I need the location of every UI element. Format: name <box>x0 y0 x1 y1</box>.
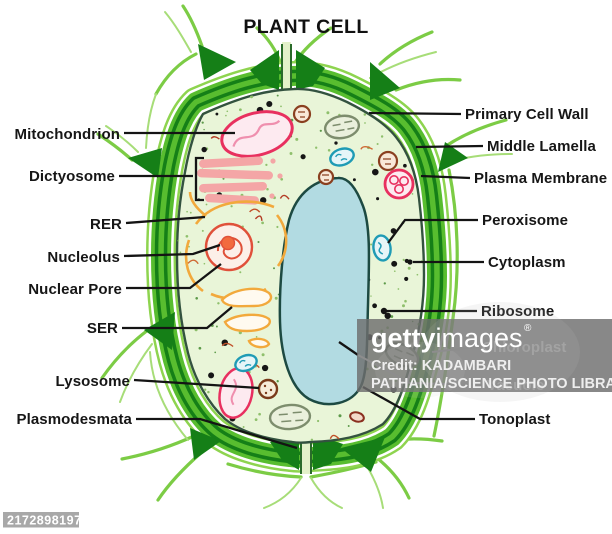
vesicle-brown-1 <box>292 104 312 124</box>
vesicle-brown-3 <box>317 168 335 186</box>
label-dictyosome: Dictyosome <box>29 168 115 185</box>
vesicle-brown-2 <box>377 150 399 172</box>
label-tonoplast: Tonoplast <box>479 411 550 428</box>
label-plasmodesmata: Plasmodesmata <box>16 411 132 428</box>
label-ribosome: Ribosome <box>481 303 554 320</box>
leader-peroxisome <box>387 218 478 244</box>
ser-organelle <box>220 287 273 349</box>
vacuole-body <box>278 176 371 406</box>
leader-primary-cell-wall <box>368 111 462 116</box>
leader-chloroplast-dim <box>431 346 479 353</box>
cell-wall <box>146 60 452 473</box>
leader-nucleolus <box>123 243 221 258</box>
label-nuclear-pore: Nuclear Pore <box>28 281 122 298</box>
leader-lysosome <box>133 378 260 390</box>
label-nucleolus: Nucleolus <box>47 249 120 266</box>
vesicle-teal-top <box>329 147 355 167</box>
image-id-badge: 2172898197 <box>3 512 82 528</box>
leader-vacuole-dim <box>357 354 484 386</box>
leader-rer <box>125 215 206 225</box>
leader-tonoplast <box>362 385 475 421</box>
leader-plasma-membrane <box>420 174 471 180</box>
chloroplast-organelle-top <box>323 114 361 140</box>
label-ser: SER <box>87 320 118 337</box>
registered-mark: ® <box>524 323 532 334</box>
label-cytoplasm: Cytoplasm <box>488 254 566 271</box>
watermark-credit-line1: Credit: KADAMBARI <box>371 358 511 374</box>
label-chloroplast: Chloroplast <box>482 339 566 356</box>
image-id-text: 2172898197 <box>7 514 82 528</box>
leader-plasmodesmata <box>136 417 298 450</box>
leader-nuclear-pore <box>126 263 222 290</box>
leader-vacuole-inner <box>338 341 359 356</box>
vesicle-crimson-lobed <box>383 168 415 200</box>
peroxisome-organelle <box>372 234 392 262</box>
image-id-box <box>3 512 79 528</box>
label-middle-lamella: Middle Lamella <box>487 138 596 155</box>
dictyosome-bracket <box>194 156 204 202</box>
nucleolus-organelle <box>220 235 236 251</box>
label-rer: RER <box>90 216 122 233</box>
leader-ser <box>122 306 233 330</box>
label-peroxisome: Peroxisome <box>482 212 568 229</box>
label-plasma-membrane: Plasma Membrane <box>474 170 607 187</box>
cytoplasm-dot <box>407 259 413 265</box>
nucleus-organelle <box>204 222 254 272</box>
chloroplast-organelle-bottom <box>268 403 312 431</box>
vesicle-brown-oval <box>349 411 365 423</box>
plasmodesmata-channel-top <box>281 42 292 92</box>
label-column-right: Primary Cell Wall Middle Lamella Plasma … <box>465 106 607 428</box>
label-column-left: Mitochondrion Dictyosome RER Nucleolus N… <box>15 126 133 428</box>
watermark-box <box>357 319 612 392</box>
label-vacuole: Vacuole <box>487 377 544 394</box>
label-primary-cell-wall: Primary Cell Wall <box>465 106 589 123</box>
mitochondrion-organelle <box>220 110 294 158</box>
leader-lines <box>119 111 484 450</box>
label-lysosome: Lysosome <box>56 373 130 390</box>
watermark-blob <box>420 302 580 402</box>
leader-middle-lamella <box>415 144 484 149</box>
watermark-panel: Chloroplast Vacuole gettyimages ® Credit… <box>357 302 612 402</box>
getty-logo: gettyimages <box>371 323 523 353</box>
ribosome-dot <box>380 307 388 315</box>
vesicle-teal-lower <box>234 353 258 373</box>
middle-lamella-wedges <box>128 44 468 472</box>
watermark-credit-line2: PATHANIA/SCIENCE PHOTO LIBRARY <box>371 376 612 392</box>
page-title: PLANT CELL <box>243 16 368 38</box>
label-mitochondrion: Mitochondrion <box>15 126 120 143</box>
lysosome-organelle <box>257 378 279 400</box>
